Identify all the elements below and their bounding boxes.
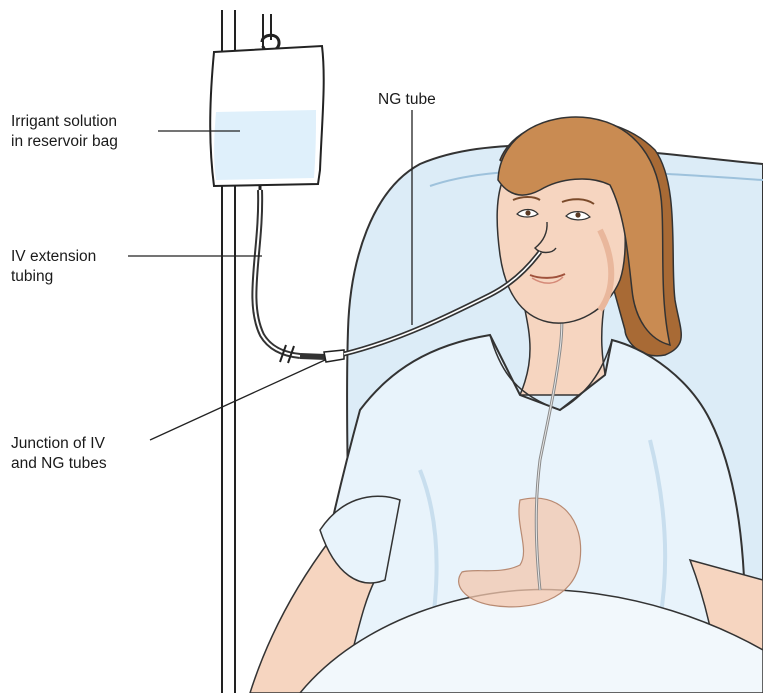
iv-label-line-1: IV extension [11, 247, 96, 267]
tube-connector [324, 350, 344, 362]
ng-tube-label: NG tube [378, 90, 436, 110]
irrigant-label-line-2: in reservoir bag [11, 132, 118, 152]
ng-label-line-1: NG tube [378, 90, 436, 110]
junction-label: Junction of IV and NG tubes [11, 434, 107, 474]
iv-label-line-2: tubing [11, 267, 96, 287]
iv-extension-label: IV extension tubing [11, 247, 96, 287]
irrigant-solution-label: Irrigant solution in reservoir bag [11, 112, 118, 152]
junction-label-line-2: and NG tubes [11, 454, 107, 474]
irrigant-solution [214, 110, 316, 180]
junction-label-line-1: Junction of IV [11, 434, 107, 454]
irrigant-label-line-1: Irrigant solution [11, 112, 118, 132]
